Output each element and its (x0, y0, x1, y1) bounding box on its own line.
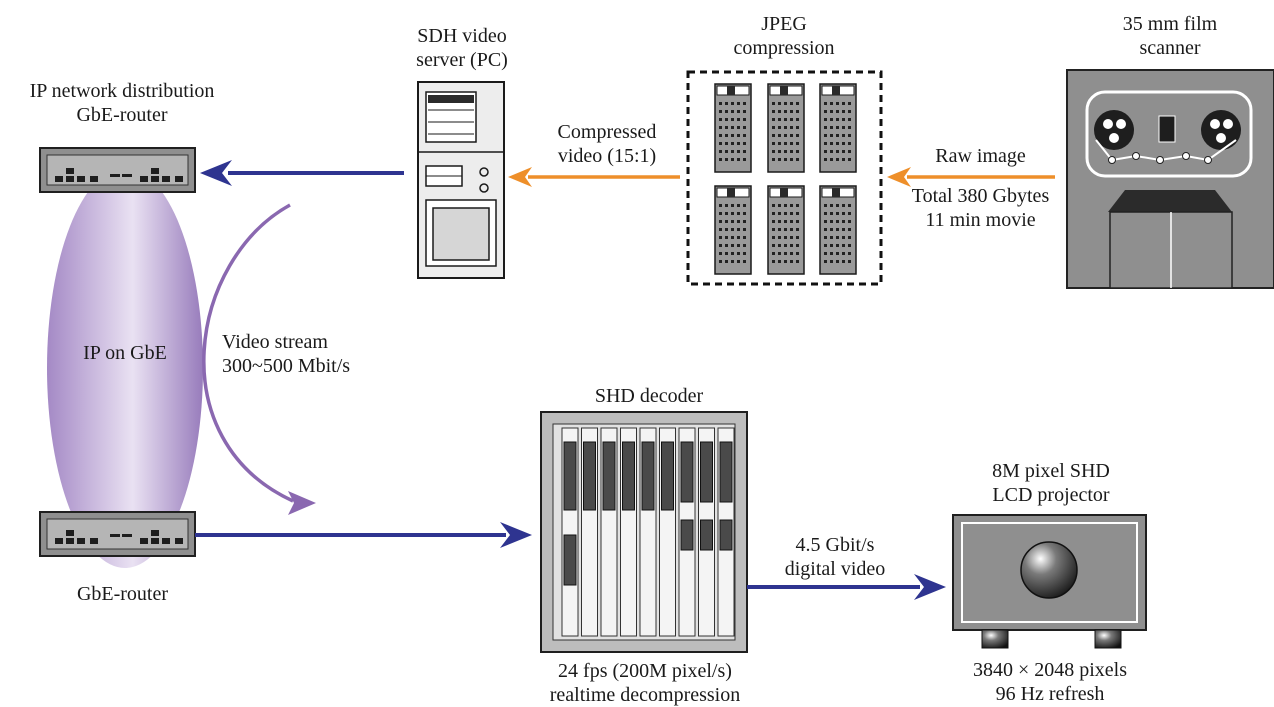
compression-board (767, 185, 805, 275)
sdh-server-label-line1: SDH video (417, 25, 507, 47)
shd-decoder-rack (540, 411, 748, 653)
arrow-video-stream (202, 203, 316, 515)
film-scanner (1066, 69, 1274, 289)
projector-label: 8M pixel SHD LCD projector (960, 459, 1142, 507)
decoder-card (620, 427, 637, 637)
jpeg-label: JPEG compression (700, 12, 868, 60)
scanner-label-line2: scanner (1139, 37, 1201, 59)
decoder-card (639, 427, 657, 637)
decoder-card (659, 427, 676, 637)
decoder-caption: 24 fps (200M pixel/s) realtime decompres… (514, 659, 776, 707)
compression-board (714, 83, 752, 173)
decoder-caption-line1: 24 fps (200M pixel/s) (558, 660, 732, 682)
lcd-projector (952, 514, 1147, 649)
sdh-server-pc (417, 81, 505, 279)
projector-label-line1: 8M pixel SHD (992, 460, 1110, 482)
decoder-card (600, 427, 618, 637)
decoder-card (561, 427, 579, 637)
digital-video-label: 4.5 Gbit/s digital video (760, 533, 910, 581)
projector-spec-line2: 96 Hz refresh (995, 683, 1105, 705)
compression-board (819, 83, 857, 173)
ip-router-label-line1: IP network distribution (29, 80, 215, 102)
scanner-label-line1: 35 mm film (1122, 13, 1218, 35)
projector-spec-line1: 3840 × 2048 pixels (972, 659, 1128, 681)
raw-label-line1: Raw image (935, 145, 1026, 167)
digital-label-line1: 4.5 Gbit/s (795, 534, 875, 556)
ip-router-label-line2: GbE-router (76, 104, 168, 126)
raw-label-line2: Total 380 Gbytes (911, 185, 1050, 207)
jpeg-label-line2: compression (733, 37, 835, 59)
cloud-label: IP on GbE (83, 342, 167, 364)
ip-network-router (39, 147, 196, 193)
projector-spec: 3840 × 2048 pixels 96 Hz refresh (945, 658, 1155, 706)
video-stream-label: Video stream 300~500 Mbit/s (222, 330, 392, 378)
ip-router-label: IP network distribution GbE-router (8, 79, 236, 127)
gbe-router (39, 511, 196, 557)
arrow-router-to-decoder (195, 522, 532, 548)
decoder-caption-line2: realtime decompression (549, 684, 741, 706)
compression-board (767, 83, 805, 173)
raw-label-line3: 11 min movie (925, 209, 1036, 231)
digital-label-line2: digital video (784, 558, 886, 580)
arrow-jpeg-to-server (508, 167, 680, 187)
compression-board (714, 185, 752, 275)
arrow-server-to-router (200, 160, 404, 186)
compressed-label-line2: video (15:1) (557, 145, 657, 167)
compressed-label-line1: Compressed (557, 121, 657, 143)
scanner-label: 35 mm film scanner (1090, 12, 1250, 60)
decoder-card (581, 427, 598, 637)
stream-label-line1: Video stream (222, 331, 328, 353)
jpeg-label-line1: JPEG (761, 13, 807, 35)
compressed-video-label: Compressed video (15:1) (534, 120, 680, 168)
stream-label-line2: 300~500 Mbit/s (222, 355, 351, 377)
arrow-scanner-to-jpeg (887, 167, 1055, 187)
decoder-title: SHD decoder (594, 385, 704, 407)
ip-cloud (47, 168, 203, 568)
decoder-card (717, 427, 735, 637)
sdh-server-label-line2: server (PC) (416, 49, 508, 71)
arrow-decoder-to-projector (747, 574, 946, 600)
sdh-server-label: SDH video server (PC) (392, 24, 532, 72)
decoder-card (678, 427, 696, 637)
compression-board (819, 185, 857, 275)
raw-image-label: Raw image Total 380 Gbytes 11 min movie (893, 144, 1068, 232)
projector-label-line2: LCD projector (992, 484, 1110, 506)
decoder-card (698, 427, 715, 637)
gbe-router-label: GbE-router (76, 583, 169, 605)
jpeg-compression-unit (686, 70, 883, 286)
